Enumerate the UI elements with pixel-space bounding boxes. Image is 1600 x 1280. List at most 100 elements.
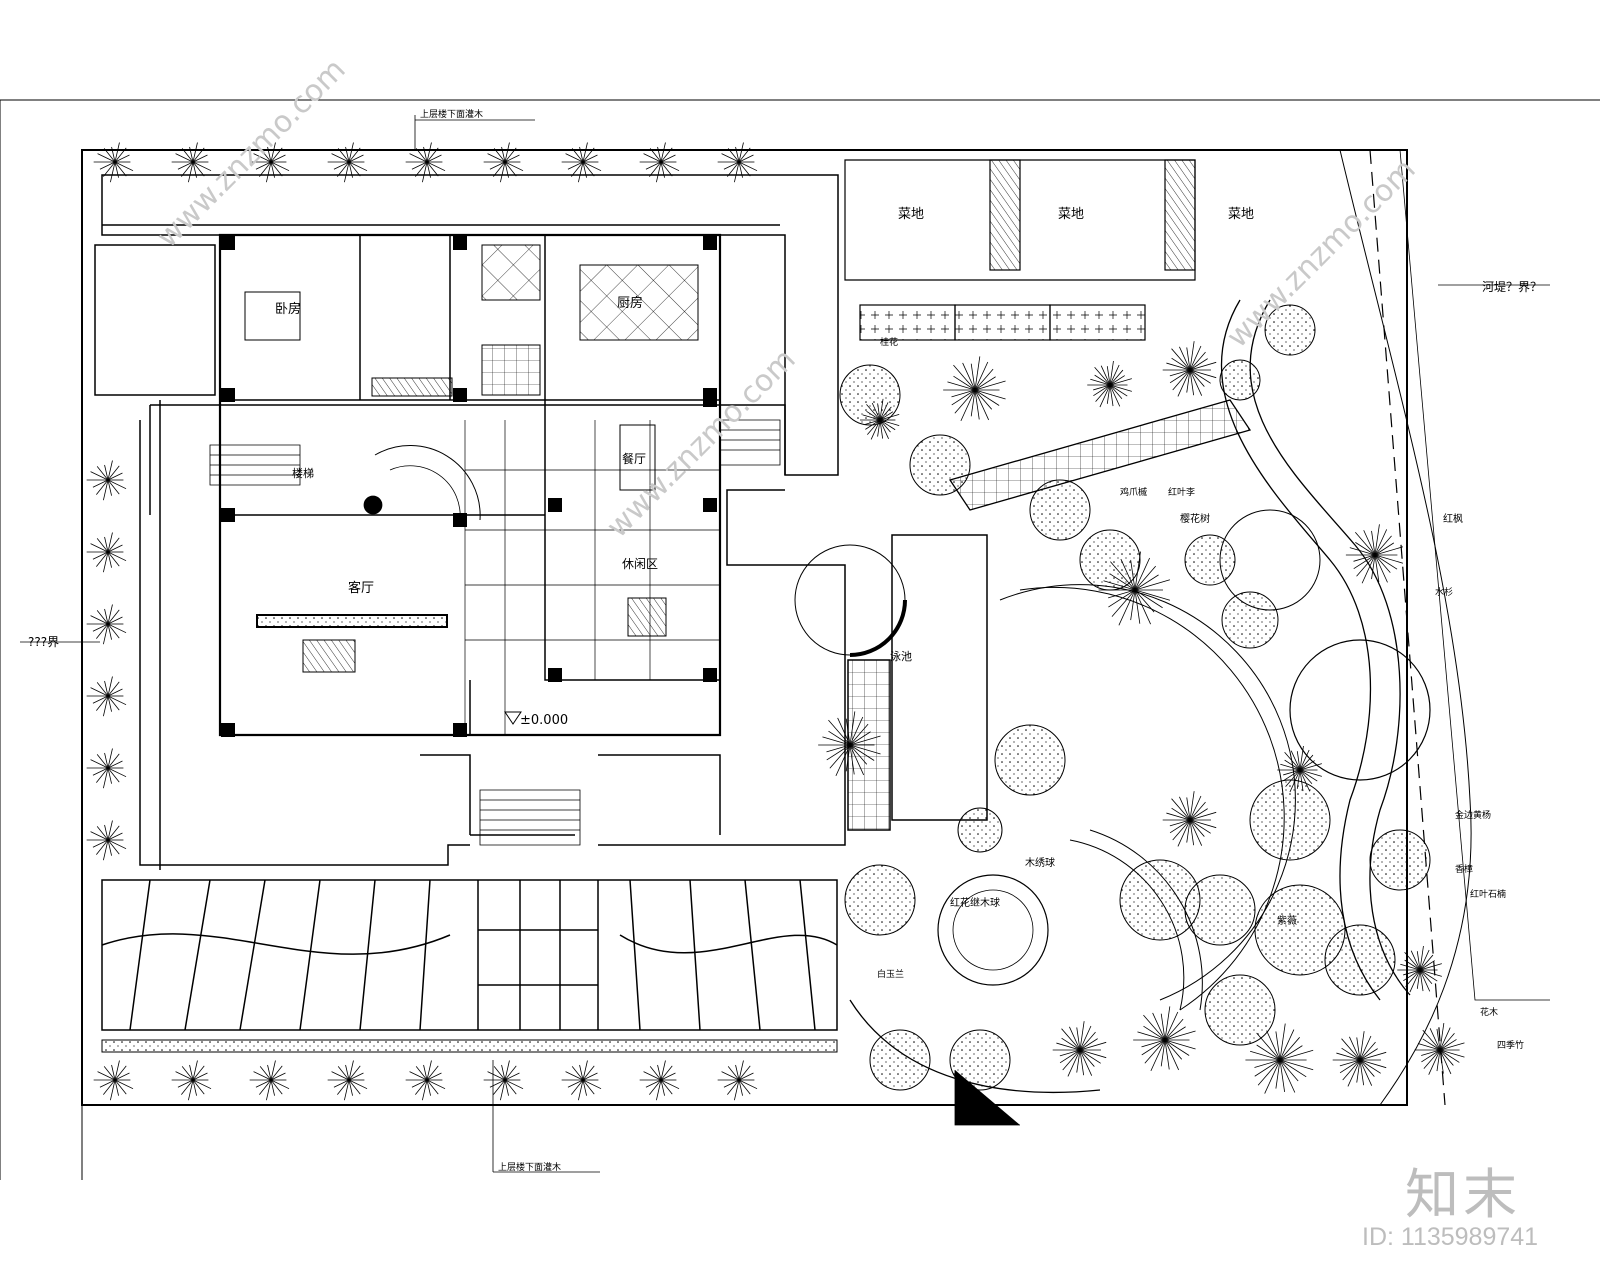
hedge-shrub xyxy=(717,1060,758,1101)
garden-planting xyxy=(818,304,1465,1094)
hedge-shrub xyxy=(86,604,127,645)
hedge-shrub xyxy=(327,142,368,183)
label-tree-6: 红花继木球 xyxy=(950,896,1000,909)
column xyxy=(703,668,717,682)
vegetable-plots xyxy=(844,159,1196,341)
star-tree xyxy=(818,711,881,777)
hedge-shrub xyxy=(483,1060,524,1101)
star-tree xyxy=(1133,1006,1196,1072)
tree-canopy xyxy=(844,864,916,936)
star-tree xyxy=(1245,1023,1314,1094)
house-walls xyxy=(94,174,846,870)
column xyxy=(703,236,717,250)
structural-columns xyxy=(221,236,717,737)
label-tree-13: 四季竹 xyxy=(1497,1039,1524,1051)
hedge-shrub xyxy=(93,142,134,183)
label-tree-4: 鸡爪槭 xyxy=(1120,486,1147,498)
column xyxy=(453,236,467,250)
forecourt-paving xyxy=(101,879,838,1053)
star-tree xyxy=(1332,1031,1387,1087)
tree-canopy xyxy=(1264,304,1316,356)
tree-canopy xyxy=(1204,974,1276,1046)
label-living: 客厅 xyxy=(348,580,374,596)
label-note-bottom: 上层楼下面灌木 xyxy=(498,1161,561,1173)
label-tree-3: 红叶李 xyxy=(1168,486,1195,498)
swimming-pool xyxy=(847,534,988,831)
label-levee: 河堤？界？ xyxy=(1482,280,1542,294)
hedge-shrub xyxy=(86,676,127,717)
label-kitchen: 厨房 xyxy=(617,295,643,311)
column xyxy=(703,393,717,407)
label-elevation: ±0.000 xyxy=(520,713,568,728)
drawing-frame xyxy=(0,99,1600,1180)
hedge-shrub xyxy=(249,1060,290,1101)
river-levee xyxy=(1339,149,1550,1106)
tree-canopy xyxy=(1249,779,1331,861)
label-red-maple: 红枫 xyxy=(1443,512,1463,525)
label-tree-10: 红叶石楠 xyxy=(1470,888,1506,900)
star-tree xyxy=(1414,1023,1465,1075)
hedge-shrub xyxy=(327,1060,368,1101)
star-tree xyxy=(943,356,1006,422)
hedge-shrub xyxy=(717,142,758,183)
hedge-shrub xyxy=(93,1060,134,1101)
tree-canopy xyxy=(994,724,1066,796)
garden-labels: 菜地 菜地 菜地 泳池 河堤？界？ ???界 上层楼下面灌木 上层楼下面灌木 红… xyxy=(20,108,1550,1173)
hedge-shrub xyxy=(405,142,446,183)
tree-canopy xyxy=(1079,529,1141,591)
hedge-shrub xyxy=(86,748,127,789)
column xyxy=(221,508,235,522)
tree-canopy xyxy=(1369,829,1431,891)
column xyxy=(221,723,235,737)
hedge-shrub xyxy=(86,820,127,861)
column xyxy=(453,723,467,737)
tree-canopy xyxy=(949,1029,1011,1091)
column xyxy=(453,388,467,402)
bottom-hedge-row xyxy=(93,1060,758,1101)
hedge-shrub xyxy=(561,1060,602,1101)
room-labels: 卧房 厨房 餐厅 楼梯 客厅 休闲区 ±0.000 xyxy=(275,295,658,728)
tree-canopy xyxy=(1184,534,1236,586)
hedge-shrub xyxy=(86,460,127,501)
column xyxy=(703,498,717,512)
column xyxy=(548,668,562,682)
hedge-shrub xyxy=(249,142,290,183)
label-dining: 餐厅 xyxy=(622,451,646,466)
label-pool: 泳池 xyxy=(890,649,912,663)
label-leisure: 休闲区 xyxy=(622,557,658,571)
column xyxy=(548,498,562,512)
tree-canopy xyxy=(957,807,1003,853)
floor-grid xyxy=(464,420,720,735)
label-boundary-left: ???界 xyxy=(28,635,59,649)
label-note-top: 上层楼下面灌木 xyxy=(420,108,483,120)
hedge-shrub xyxy=(483,142,524,183)
label-tree-11: 金边黄杨 xyxy=(1455,809,1491,821)
top-hedge-row xyxy=(93,142,758,183)
drawing-id: ID: 1135989741 xyxy=(1362,1223,1539,1251)
label-tree-15: 水杉 xyxy=(1435,586,1453,598)
star-tree xyxy=(1162,341,1217,397)
label-tree-1: 桂花 xyxy=(880,336,898,348)
column xyxy=(221,388,235,402)
tree-canopy xyxy=(1029,479,1091,541)
star-tree xyxy=(1162,791,1217,847)
tree-canopy xyxy=(909,434,971,496)
label-tree-12: 白玉兰 xyxy=(877,968,904,980)
label-veg-3: 菜地 xyxy=(1228,207,1254,222)
left-hedge-row xyxy=(86,460,127,861)
tree-canopy xyxy=(839,364,901,426)
label-tree-2: 樱花树 xyxy=(1180,512,1210,525)
hedge-shrub xyxy=(639,142,680,183)
star-tree xyxy=(1052,1021,1107,1077)
circular-features xyxy=(794,509,1431,986)
hedge-shrub xyxy=(171,1060,212,1101)
label-veg-1: 菜地 xyxy=(898,207,924,222)
star-tree xyxy=(1087,360,1132,408)
hedge-shrub xyxy=(561,142,602,183)
tree-canopy xyxy=(1119,859,1201,941)
tree-canopy xyxy=(869,1029,931,1091)
label-tree-9: 香樟 xyxy=(1455,863,1473,875)
label-tree-8: 三角梅 xyxy=(958,1113,985,1125)
hedge-shrub xyxy=(405,1060,446,1101)
